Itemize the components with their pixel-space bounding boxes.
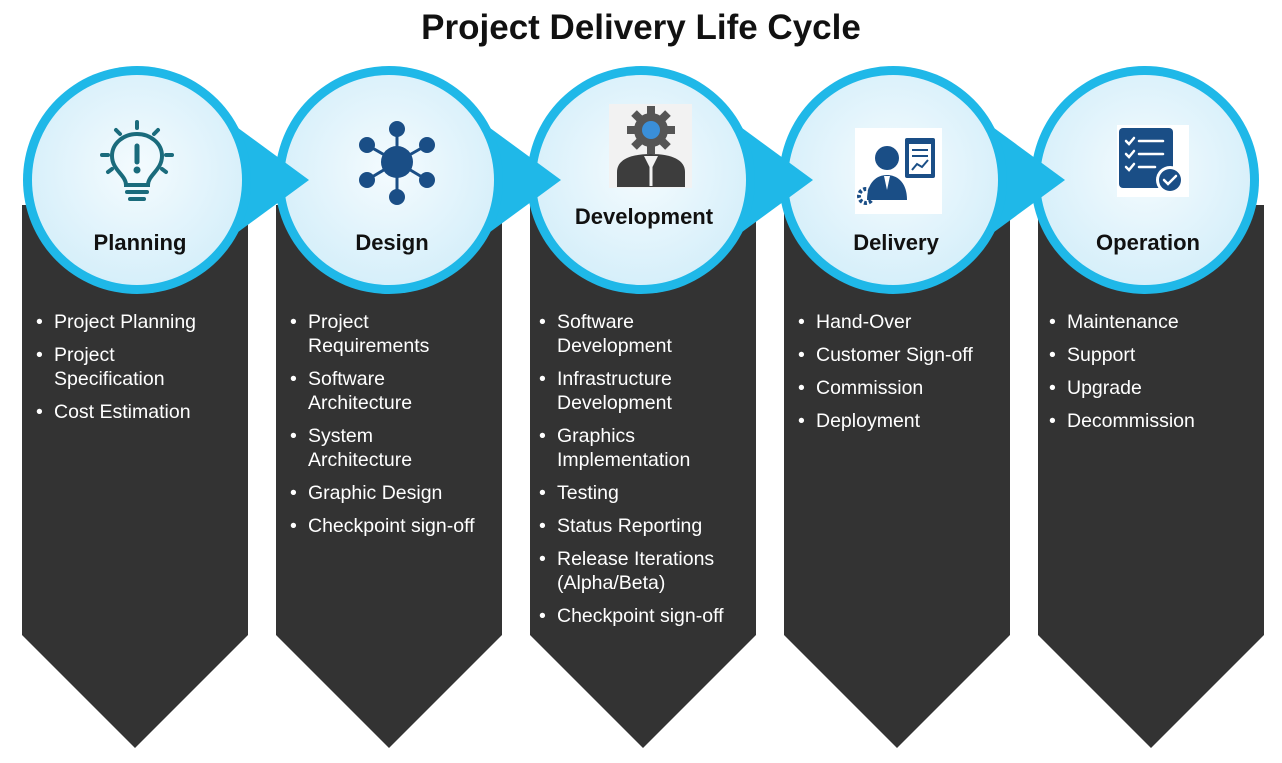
list-item: Support [1045, 343, 1259, 367]
design-activity-list: Project Requirements Software Architectu… [286, 310, 498, 547]
list-item: Project Specification [32, 343, 194, 391]
panel-planning [22, 205, 248, 748]
list-item: Software Architecture [286, 367, 458, 415]
list-item: Graphic Design [286, 481, 498, 505]
circle-planning [23, 66, 309, 294]
development-activity-list: Software Development Infrastructure Deve… [535, 310, 753, 637]
list-item: Status Reporting [535, 514, 753, 538]
list-item: Project Planning [32, 310, 242, 334]
circle-design [275, 66, 561, 294]
page-title: Project Delivery Life Cycle [421, 8, 861, 47]
list-item: Deployment [794, 409, 1006, 433]
list-item: Software Development [535, 310, 707, 358]
list-item: Decommission [1045, 409, 1259, 433]
list-item: Release Iterations (Alpha/Beta) [535, 547, 742, 595]
business-report-icon [855, 128, 942, 214]
panel-operation [1038, 205, 1264, 748]
list-item: Hand-Over [794, 310, 1006, 334]
list-item: System Architecture [286, 424, 458, 472]
network-nodes-icon [359, 121, 435, 205]
list-item: Checkpoint sign-off [286, 514, 498, 538]
list-item: Cost Estimation [32, 400, 242, 424]
stage-label-planning: Planning [93, 230, 187, 255]
list-item: Customer Sign-off [794, 343, 1006, 367]
delivery-activity-list: Hand-Over Customer Sign-off Commission D… [794, 310, 1006, 442]
list-item: Commission [794, 376, 1006, 400]
operation-activity-list: Maintenance Support Upgrade Decommission [1045, 310, 1259, 442]
stage-label-delivery: Delivery [853, 230, 939, 255]
list-item: Checkpoint sign-off [535, 604, 753, 628]
stage-label-design: Design [355, 230, 429, 255]
lightbulb-idea-icon [100, 120, 174, 201]
stage-label-operation: Operation [1096, 230, 1200, 255]
list-item: Infrastructure Development [535, 367, 707, 415]
list-item: Testing [535, 481, 753, 505]
planning-activity-list: Project Planning Project Specification C… [32, 310, 242, 433]
stage-label-development: Development [574, 204, 714, 229]
panel-delivery [784, 205, 1010, 748]
list-item: Maintenance [1045, 310, 1259, 334]
checklist-icon [1117, 125, 1189, 197]
gear-person-icon [609, 104, 692, 188]
list-item: Graphics Implementation [535, 424, 727, 472]
list-item: Upgrade [1045, 376, 1259, 400]
list-item: Project Requirements [286, 310, 458, 358]
